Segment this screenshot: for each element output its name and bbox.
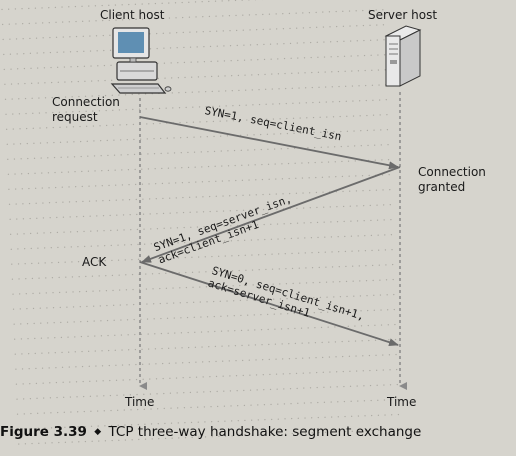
caption-diamond-icon: ◆ (94, 427, 102, 437)
figure-caption-text: TCP three-way handshake: segment exchang… (108, 424, 422, 440)
connection-request-label: Connection request (52, 95, 120, 125)
connection-granted-line1: Connection (418, 165, 486, 179)
connection-granted-label: Connection granted (418, 165, 486, 195)
figure-caption: Figure 3.39 ◆ TCP three-way handshake: s… (0, 424, 421, 440)
connection-request-line1: Connection (52, 95, 120, 109)
ack-arrow (139, 261, 399, 347)
syn-arrow (139, 116, 399, 170)
synack-arrow (141, 166, 401, 263)
server-host-title: Server host (368, 8, 438, 22)
client-host-title: Client host (100, 8, 165, 22)
server-tower-icon (384, 25, 422, 87)
ack-label: ACK (82, 255, 107, 269)
server-time-label: Time (387, 395, 417, 409)
figure-number: Figure 3.39 (0, 424, 87, 440)
client-computer-icon (110, 27, 172, 94)
connection-granted-line2: granted (418, 180, 466, 194)
connection-request-line2: request (52, 110, 98, 124)
client-time-label: Time (125, 395, 155, 409)
